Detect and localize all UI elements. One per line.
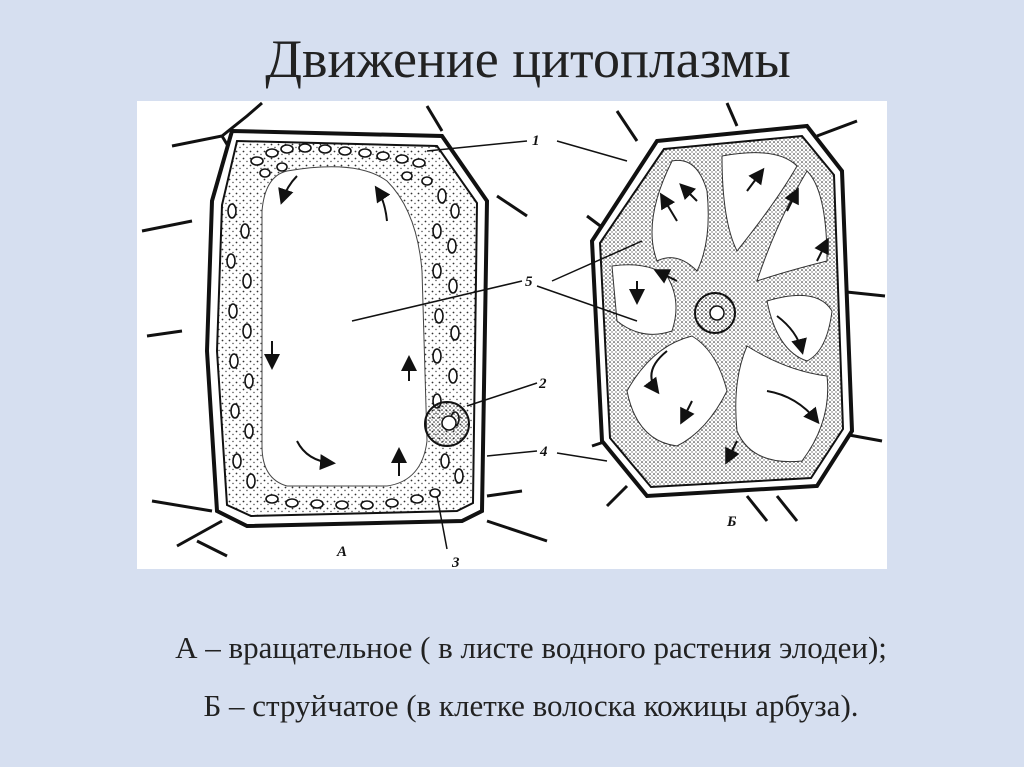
slide-title: Движение цитоплазмы bbox=[265, 29, 791, 89]
cell-a: А bbox=[141, 101, 548, 560]
cell-b-label: Б bbox=[726, 514, 737, 530]
callout-2: 2 bbox=[538, 376, 547, 392]
cell-b: Б bbox=[536, 102, 886, 530]
caption-a: А – вращательное ( в листе водного расте… bbox=[175, 630, 887, 665]
callout-5: 5 bbox=[525, 274, 533, 290]
caption-b: Б – струйчатое (в клетке волоска кожицы … bbox=[203, 688, 859, 723]
callout-3: 3 bbox=[451, 555, 460, 569]
callout-4: 4 bbox=[539, 444, 548, 460]
cell-diagram: А bbox=[137, 101, 887, 569]
cell-a-label: А bbox=[336, 544, 347, 560]
callout-1: 1 bbox=[532, 133, 540, 149]
